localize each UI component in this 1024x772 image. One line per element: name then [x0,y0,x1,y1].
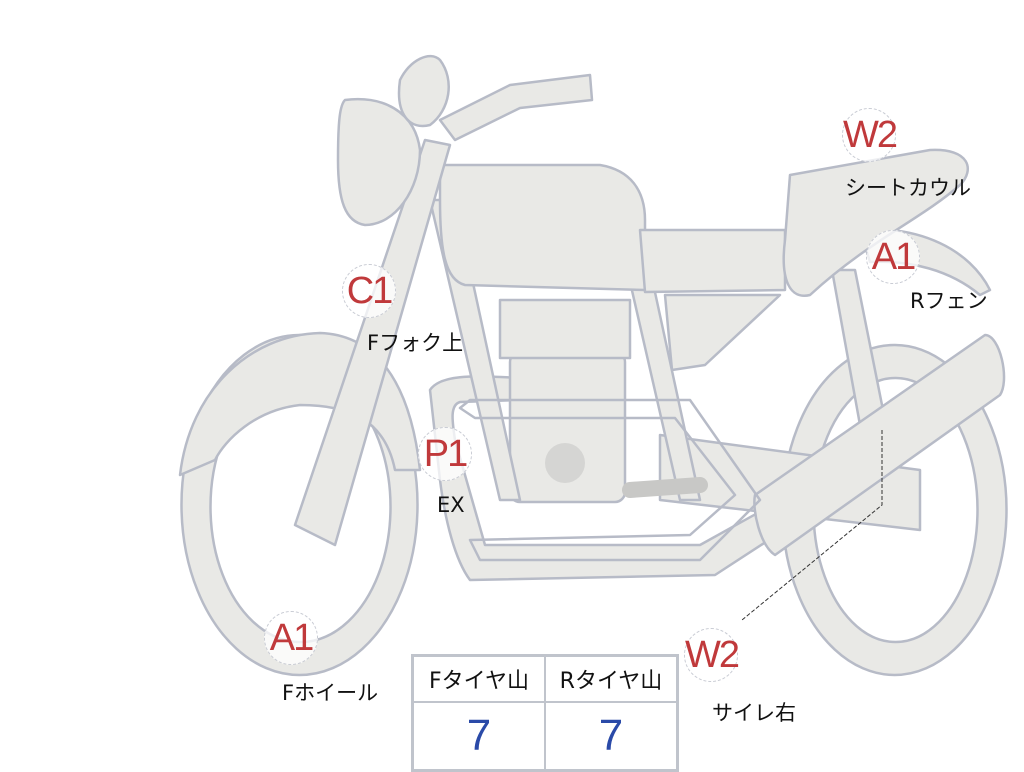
leader-line [741,430,883,621]
part-label-front-fork: Fフォク上 [367,331,464,355]
front-tire-value: 7 [411,701,546,772]
damage-code-muffler-right[interactable]: W2 [684,628,740,682]
damage-code-exhaust[interactable]: P1 [418,427,472,481]
part-label-exhaust: EX [437,493,465,517]
fuel-tank [438,163,647,292]
cylinder-head [498,298,632,360]
damage-code-seat-cowl[interactable]: W2 [842,108,898,162]
side-cover [663,293,782,372]
footpeg [622,477,708,498]
rear-tire-header: Rタイヤ山 [544,654,679,703]
meter [397,54,450,128]
tire-tread-table: Fタイヤ山 Rタイヤ山 7 7 [411,654,679,772]
part-label-rear-fender: Rフェン [910,289,988,313]
engine-cover [545,443,585,483]
front-tire-header: Fタイヤ山 [411,654,546,703]
damage-code-front-fork[interactable]: C1 [342,264,396,318]
rear-wheel [781,343,1008,677]
seat [638,228,787,294]
rear-tire-value: 7 [544,701,679,772]
part-label-muffler-right: サイレ右 [712,701,796,725]
damage-code-rear-fender[interactable]: A1 [866,230,920,284]
part-label-seat-cowl: シートカウル [845,176,971,200]
exhaust-pipe [458,398,762,562]
handlebar [438,73,594,142]
muffler [753,333,1006,557]
damage-code-front-wheel[interactable]: A1 [264,611,318,665]
front-fork [293,138,452,547]
part-label-front-wheel: Fホイール [282,681,379,705]
